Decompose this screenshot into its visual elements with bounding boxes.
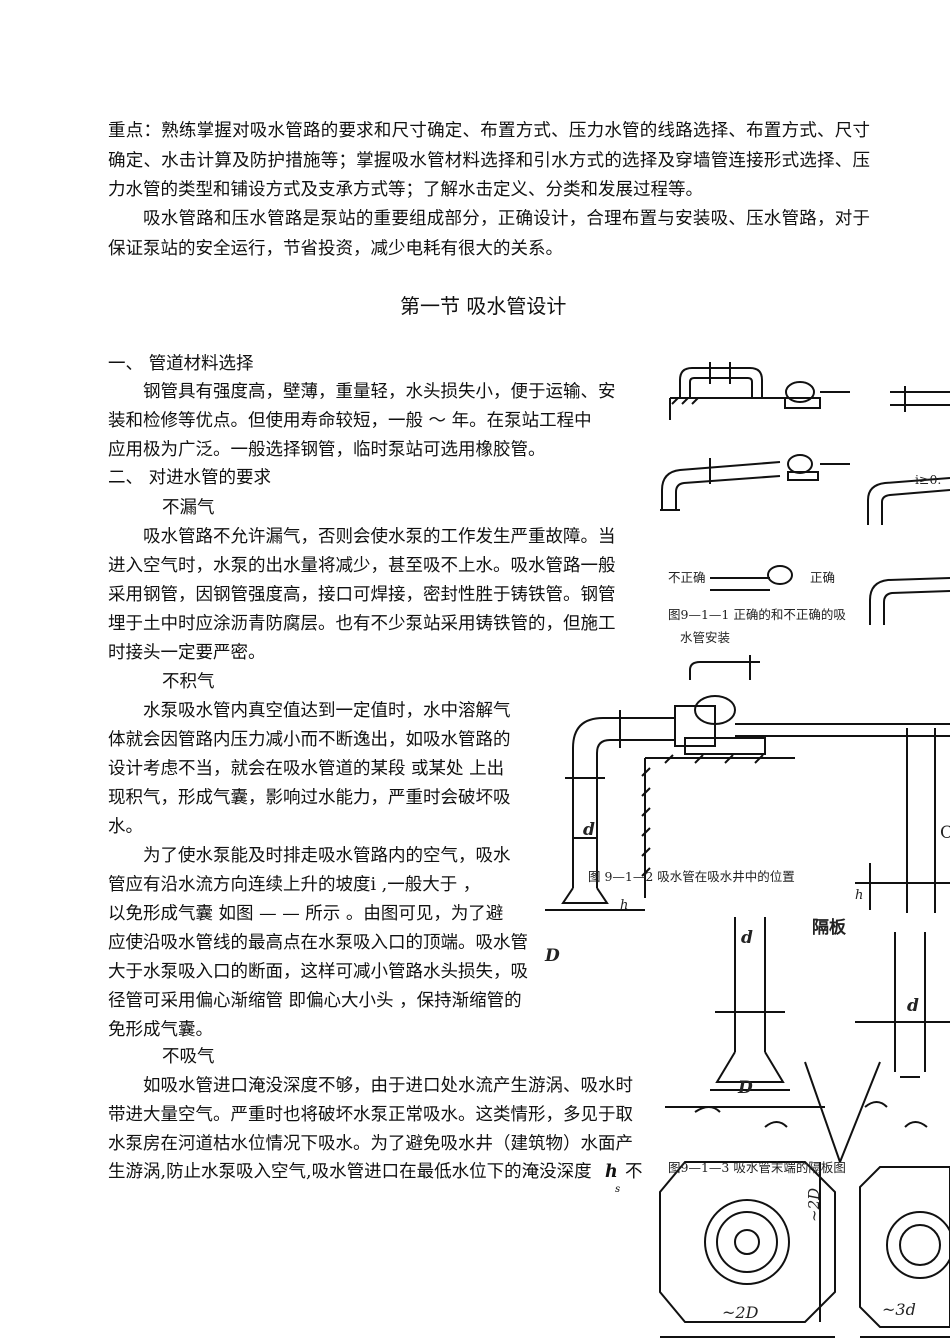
fig3-label-D: D bbox=[738, 1078, 753, 1098]
fig1-label-right: 正确 bbox=[810, 570, 836, 585]
figure-9-1-3-diagram bbox=[659, 917, 950, 1338]
fig3-label-d-left: d bbox=[741, 928, 753, 948]
no-air-pocket-line-3: 设计考虑不当，就会在吸水管道的某段 或某处 上出 bbox=[108, 759, 505, 779]
no-leak-line-2: 进入空气时，水泵的出水量将减少，甚至吸不上水。吸水管路一般 bbox=[108, 556, 616, 576]
section-title: 第一节 吸水管设计 bbox=[400, 294, 567, 318]
no-air-pocket-line-11: 径管可采用偏心渐缩管 即偏心大小头 ，保持渐缩管的 bbox=[108, 991, 522, 1011]
no-air-pocket-line-4: 现积气，形成气囊，影响过水能力，严重时会破坏吸 bbox=[108, 788, 511, 808]
hs-symbol: h bbox=[605, 1162, 618, 1182]
no-air-pocket-line-12: 免形成气囊。 bbox=[108, 1020, 213, 1040]
key-points-paragraph: 重点：熟练掌握对吸水管路的要求和尺寸确定、布置方式、压力水管的线路选择、布置方式… bbox=[108, 121, 870, 200]
fig1-caption-line-2: 水管安装 bbox=[680, 630, 731, 645]
no-air-pocket-line-8: 以免形成气囊 如图 — — 所示 。由图可见，为了避 bbox=[108, 904, 504, 924]
no-suction-air-tail: 不 bbox=[625, 1162, 643, 1182]
no-air-pocket-line-6: 为了使水泵能及时排走吸水管路内的空气，吸水 bbox=[143, 846, 511, 866]
no-suction-air-line-4: 生游涡,防止水泵吸入空气,吸水管进口在最低水位下的淹没深度 bbox=[108, 1162, 592, 1182]
fig3-label-3D: ~3d bbox=[882, 1300, 916, 1319]
figure-9-1-1-diagram bbox=[660, 362, 950, 680]
fig3-label-2D-horizontal: ~2D bbox=[722, 1303, 759, 1322]
material-line-1: 钢管具有强度高，壁薄，重量轻，水头损失小，便于运输、安 bbox=[143, 382, 616, 402]
fig1-label-wrong: 不正确 bbox=[668, 570, 706, 585]
no-leak-line-3: 采用钢管，因钢管强度高，接口可焊接，密封性胜于铸铁管。钢管 bbox=[108, 585, 616, 605]
figure-9-1-2-diagram bbox=[545, 695, 950, 913]
overview-paragraph: 吸水管路和压水管路是泵站的重要组成部分，正确设计，合理布置与安装吸、压水管路，对… bbox=[108, 209, 870, 259]
material-line-2: 装和检修等优点。但使用寿命较短，一般 ～ 年。在泵站工程中 bbox=[108, 411, 592, 431]
no-leak-line-5: 时接头一定要严密。 bbox=[108, 643, 266, 663]
fig2-label-C: C bbox=[940, 823, 950, 843]
no-air-pocket-title: 不积气 bbox=[162, 672, 215, 692]
no-air-pocket-line-7: 管应有沿水流方向连续上升的坡度i ,一般大于 ， bbox=[108, 875, 481, 895]
no-suction-air-title: 不吸气 bbox=[162, 1047, 215, 1067]
fig1-caption-line-1: 图9—1—1 正确的和不正确的吸 bbox=[668, 607, 846, 622]
material-line-3: 应用极为广泛。一般选择钢管，临时泵站可选用橡胶管。 bbox=[108, 440, 546, 460]
no-suction-air-line-2: 带进大量空气。严重时也将破坏水泵正常吸水。这类情形，多见于取 bbox=[108, 1105, 633, 1125]
no-air-pocket-line-5: 水。 bbox=[108, 817, 143, 837]
requirements-heading: 二、 对进水管的要求 bbox=[108, 468, 272, 488]
fig3-label-d-right: d bbox=[907, 996, 919, 1016]
no-leak-line-1: 吸水管路不允许漏气，否则会使水泵的工作发生严重故障。当 bbox=[143, 527, 616, 547]
fig2-label-d: d bbox=[583, 820, 595, 840]
fig2-label-D: D bbox=[545, 946, 560, 966]
no-leak-title: 不漏气 bbox=[162, 498, 215, 518]
fig3-label-partition: 隔板 bbox=[812, 918, 846, 938]
no-suction-air-line-3: 水泵房在河道枯水位情况下吸水。为了避免吸水井（建筑物）水面产 bbox=[108, 1134, 633, 1154]
hs-subscript: s bbox=[615, 1184, 621, 1195]
fig2-caption: 图 9—1—2 吸水管在吸水井中的位置 bbox=[588, 869, 795, 884]
no-suction-air-line-1: 如吸水管进口淹没深度不够，由于进口处水流产生游涡、吸水时 bbox=[143, 1076, 633, 1096]
fig2-label-h-right: h bbox=[855, 888, 864, 903]
fig3-caption: 图9—1—3 吸水管末端的隔板图 bbox=[668, 1160, 846, 1175]
no-leak-line-4: 埋于土中时应涂沥青防腐层。也有不少泵站采用铸铁管的，但施工 bbox=[108, 614, 616, 634]
fig1-slope-label: i≥0. bbox=[915, 472, 942, 487]
fig3-label-2D-vertical: ~2D bbox=[805, 1187, 823, 1222]
no-air-pocket-line-2: 体就会因管路内压力减小而不断逸出，如吸水管路的 bbox=[108, 730, 511, 750]
no-air-pocket-line-9: 应使沿吸水管线的最高点在水泵吸入口的顶端。吸水管 bbox=[108, 933, 528, 953]
material-heading: 一、 管道材料选择 bbox=[108, 354, 254, 374]
no-air-pocket-line-1: 水泵吸水管内真空值达到一定值时，水中溶解气 bbox=[143, 701, 511, 721]
fig2-label-h: h bbox=[620, 898, 629, 913]
no-air-pocket-line-10: 大于水泵吸入口的断面，这样可减小管路水头损失，吸 bbox=[108, 962, 528, 982]
